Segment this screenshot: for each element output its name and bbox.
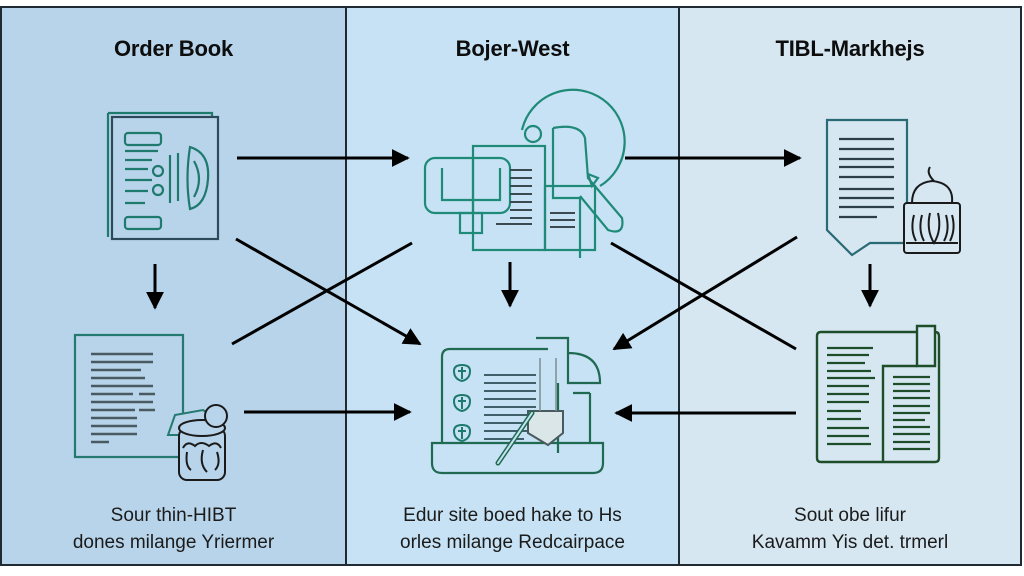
document-with-jar-icon <box>73 333 228 481</box>
column-title-order-book: Order Book <box>113 36 234 61</box>
caption-line: Kavamm Yis det. trmerl <box>751 532 949 553</box>
caption-line: Sour thin-HIBT <box>110 505 237 526</box>
device-with-documents-icon <box>423 88 626 258</box>
document-with-jar-icon <box>825 118 961 257</box>
caption-line: Sout obe lifur <box>794 505 906 526</box>
column-title-bojer-west: Bojer-West <box>455 36 570 61</box>
column-title-tibl-markhejs: TIBL-Markhejs <box>775 36 925 61</box>
caption-line: Edur site boed hake to Hs <box>403 505 622 526</box>
caption-order-book: Sour thin-HIBT dones milange Yriermer <box>2 502 345 556</box>
split-document-icon <box>815 324 941 464</box>
caption-bojer-west: Edur site boed hake to Hs orles milange … <box>347 502 678 556</box>
laptop-with-checklist-icon <box>430 336 605 475</box>
column-tibl-markhejs: TIBL-Markhejs Sout obe lifur Kavamm Yis … <box>680 8 1020 564</box>
document-with-chart-icon <box>106 111 220 241</box>
caption-tibl-markhejs: Sout obe lifur Kavamm Yis det. trmerl <box>680 502 1020 556</box>
caption-line: orles milange Redcairpace <box>400 532 625 553</box>
caption-line: dones milange Yriermer <box>72 532 275 553</box>
